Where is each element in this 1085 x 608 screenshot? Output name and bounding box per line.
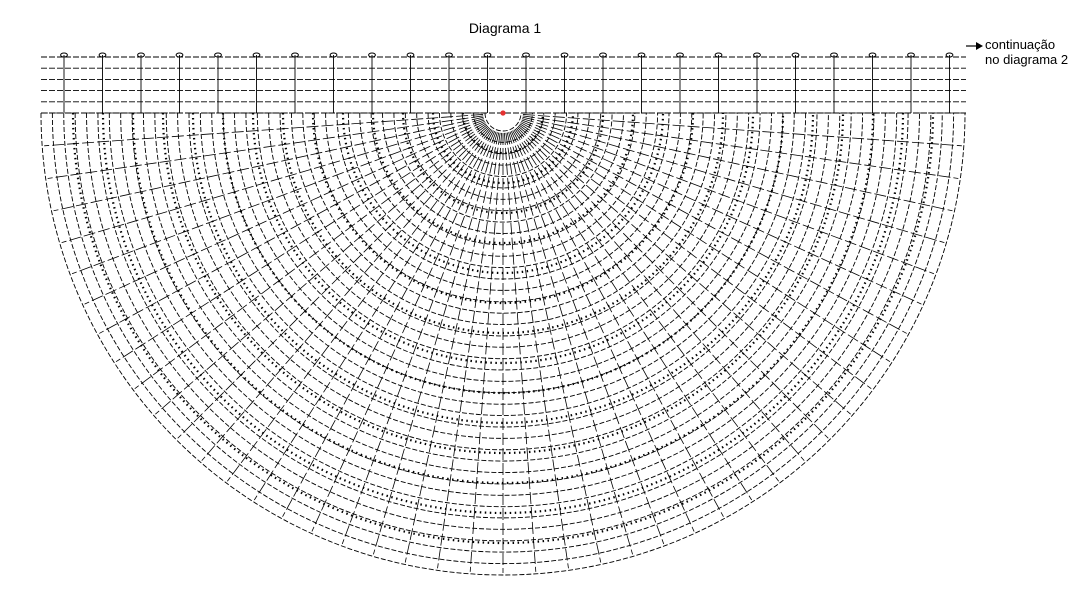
continuation-line-1: continuação — [985, 37, 1056, 52]
chain-icon — [637, 52, 646, 58]
stitch-row — [40, 112, 966, 576]
continuation-line-2: no diagrama 2 — [985, 52, 1069, 67]
chain-icon — [291, 52, 299, 58]
chain-icon — [907, 52, 915, 58]
stitch-spoke — [47, 115, 484, 179]
stitch-row — [484, 112, 522, 132]
stitch-row — [427, 112, 579, 189]
stitch-row — [177, 112, 829, 439]
chain-icon — [98, 52, 107, 58]
stitch-spoke — [521, 119, 935, 275]
stitch-row — [154, 112, 852, 462]
chain-ring — [191, 112, 815, 425]
chain-icon — [753, 52, 761, 58]
arrow-right-icon — [966, 42, 983, 50]
stitch-spoke — [71, 119, 485, 275]
diagram-title: Diagrama 1 — [468, 20, 542, 36]
stitch-spoke — [504, 132, 537, 572]
stitch-spoke — [522, 118, 945, 243]
stitch-spoke — [506, 132, 602, 563]
chain-icon — [868, 52, 877, 58]
stitch-spoke — [201, 127, 491, 461]
stitch-spoke — [516, 126, 829, 439]
chain-icon — [252, 52, 261, 58]
stitch-spoke — [521, 120, 922, 305]
stitch-spoke — [253, 129, 493, 501]
stitch-row — [404, 112, 602, 211]
stitch-spoke — [522, 116, 953, 212]
stitch-spoke — [44, 114, 484, 147]
chain-icon — [445, 52, 453, 58]
stitch-spoke — [61, 118, 484, 243]
stitch-row — [108, 112, 898, 508]
chain-icon — [137, 52, 145, 58]
chain-icon — [791, 52, 800, 58]
stitch-row — [97, 112, 909, 519]
stitch-spoke — [513, 129, 753, 501]
chain-icon — [676, 52, 684, 58]
chain-icon — [60, 52, 68, 58]
stitch-spoke — [512, 130, 724, 517]
stitch-row — [63, 112, 943, 553]
stitch-spoke — [282, 130, 494, 517]
stitch-row — [120, 112, 886, 496]
chain-icon — [714, 52, 723, 58]
start-marker-icon — [500, 110, 506, 116]
stitch-spoke — [518, 124, 872, 389]
stitch-spoke — [510, 131, 695, 532]
chain-icon — [483, 52, 492, 58]
diagram-top-rows — [41, 52, 966, 114]
chain-icon — [368, 52, 376, 58]
stitch-spoke — [522, 114, 962, 147]
stitch-spoke — [373, 132, 498, 555]
stitch-spoke — [519, 123, 891, 363]
chain-icon — [945, 52, 954, 58]
stitch-spoke — [514, 128, 779, 482]
stitch-spoke — [99, 122, 486, 334]
stitch-spoke — [508, 132, 633, 555]
stitch-spoke — [53, 116, 484, 212]
stitch-spoke — [509, 131, 665, 545]
stitch-row — [199, 112, 807, 417]
stitch-spoke — [515, 127, 805, 461]
stitch-row — [325, 112, 681, 291]
chain-icon — [214, 52, 222, 58]
stitch-row — [347, 112, 659, 268]
stitch-row — [439, 112, 567, 177]
stitch-spoke — [311, 131, 496, 532]
chain-icon — [175, 52, 184, 58]
stitch-spoke — [227, 128, 492, 482]
chain-icon — [406, 52, 415, 58]
stitch-spoke — [404, 132, 500, 563]
stitch-row — [393, 112, 613, 223]
chain-icon — [599, 52, 607, 58]
stitch-spoke — [517, 125, 851, 415]
chain-icon — [329, 52, 338, 58]
stitch-spoke — [520, 122, 907, 334]
stitch-spoke — [115, 123, 487, 363]
stitch-row — [222, 112, 784, 394]
continuation-note: continuação no diagrama 2 — [985, 37, 1068, 67]
stitch-spoke — [522, 115, 959, 179]
stitch-spoke — [134, 124, 488, 389]
stitch-spoke — [469, 132, 502, 572]
stitch-spoke — [341, 131, 497, 545]
chain-icon — [830, 52, 838, 58]
stitch-spoke — [84, 120, 485, 305]
stitch-spoke — [177, 126, 490, 439]
diagram-spokes — [43, 112, 963, 573]
chain-icon — [560, 52, 569, 58]
stitch-row — [74, 112, 932, 542]
stitch-spoke — [505, 132, 569, 569]
stitch-spoke — [437, 132, 501, 569]
chain-icon — [522, 52, 530, 58]
stitch-spoke — [155, 125, 489, 415]
